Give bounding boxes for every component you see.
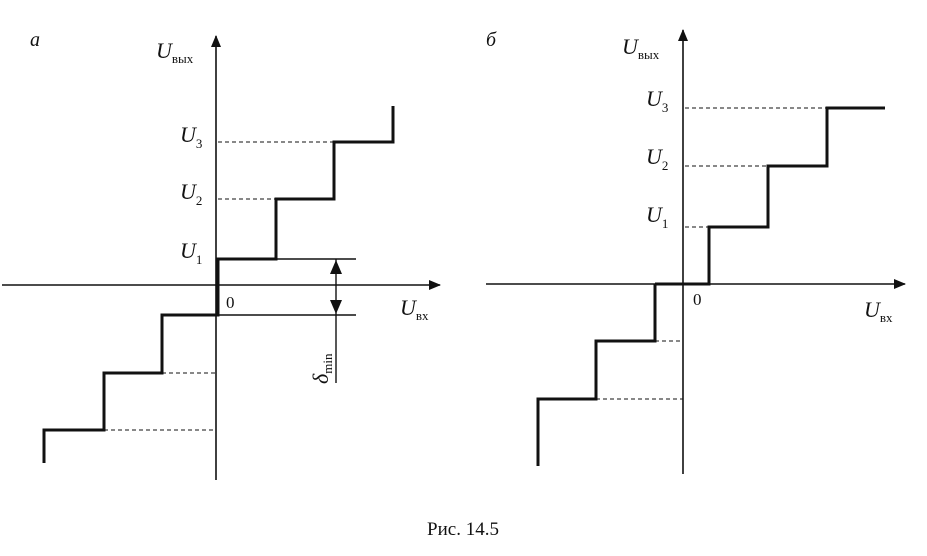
panel-a: а Uвых Uвх 0 U3 U2 U1 [2, 29, 441, 480]
panel-a-x-axis-label: Uвх [400, 295, 429, 323]
panel-a-delta-arrow-up [330, 260, 342, 274]
svg-text:U3: U3 [180, 122, 202, 151]
panel-b-letter: б [486, 29, 497, 51]
svg-text:U3: U3 [646, 86, 668, 115]
panel-b-level-u1: U1 [646, 202, 668, 231]
panel-a-staircase-negative [42, 285, 220, 463]
panel-b-staircase-negative [536, 284, 657, 466]
svg-text:U2: U2 [646, 144, 668, 173]
svg-text:U2: U2 [180, 179, 202, 208]
panel-b: б Uвых Uвх 0 U3 U2 U1 [486, 29, 906, 474]
svg-text:U1: U1 [180, 238, 202, 267]
svg-text:δmin: δmin [308, 353, 335, 384]
panel-b-staircase-positive [655, 106, 885, 286]
svg-text:Uвх: Uвх [400, 295, 429, 323]
panel-a-origin: 0 [226, 293, 235, 312]
svg-text:U1: U1 [646, 202, 668, 231]
panel-a-y-axis-label: Uвых [156, 38, 194, 66]
panel-a-staircase-positive [216, 106, 395, 285]
panel-a-level-u3: U3 [180, 122, 202, 151]
panel-a-delta-label: δmin [308, 353, 335, 384]
panel-b-origin: 0 [693, 290, 702, 309]
panel-a-level-u2: U2 [180, 179, 202, 208]
panel-a-delta-arrow-down [330, 300, 342, 314]
panel-b-x-axis-label: Uвх [864, 297, 893, 325]
svg-text:Uвых: Uвых [156, 38, 194, 66]
panel-a-level-u1: U1 [180, 238, 202, 267]
figure-caption: Рис. 14.5 [427, 519, 499, 540]
panel-b-y-axis-label: Uвых [622, 34, 660, 62]
panel-b-level-u3: U3 [646, 86, 668, 115]
svg-text:Uвых: Uвых [622, 34, 660, 62]
panel-b-level-u2: U2 [646, 144, 668, 173]
panel-a-letter: а [30, 29, 40, 51]
svg-text:Uвх: Uвх [864, 297, 893, 325]
